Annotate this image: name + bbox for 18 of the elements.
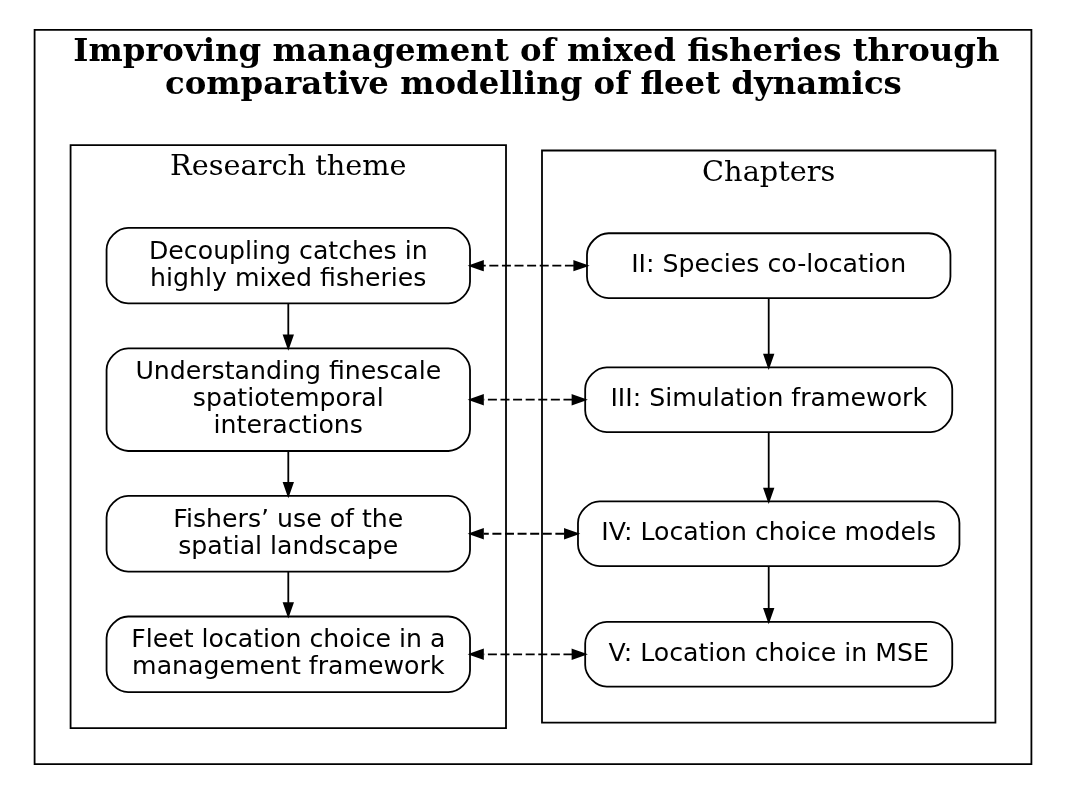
arrow [763,431,775,504]
arrow [282,302,294,351]
arrow [763,297,775,370]
arrow [467,648,588,660]
node-box: V: Location choice in MSE [584,621,954,688]
node-box: Fishers’ use of the spatial landscape [105,495,471,573]
node-box: III: Simulation framework [584,366,954,433]
node-box: Fleet location choice in a management framework [105,615,471,693]
arrow [763,565,775,625]
arrow [467,394,588,406]
arrow [282,450,294,499]
arrow [467,259,590,272]
node-box: Understanding finescale spatiotemporal interactions [105,347,471,452]
node-box: II: Species co-location [586,232,952,299]
arrow [467,528,581,540]
node-box: IV: Location choice models [577,500,961,568]
node-box: Decoupling catches in highly mixed fisheries [105,226,471,305]
arrow [282,571,294,619]
